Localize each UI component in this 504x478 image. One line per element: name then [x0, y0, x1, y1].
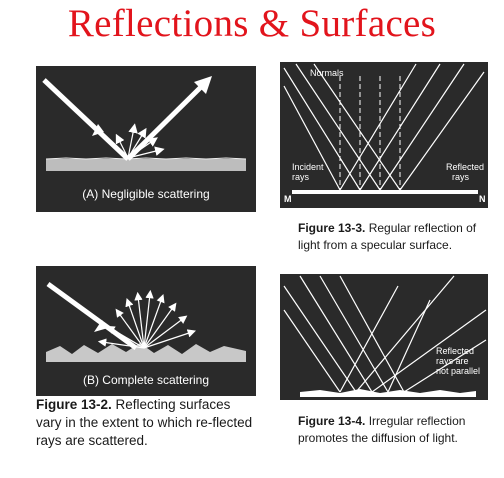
reflected-rays-label-line-1: Reflected [446, 162, 484, 172]
marker-m: M [284, 194, 292, 204]
complete-scattering-diagram: (B) Complete scattering [46, 281, 246, 387]
reflected-not-parallel-line-2: rays are [436, 356, 469, 366]
scattered-rays [97, 289, 196, 349]
rough-surface [46, 159, 246, 171]
caption-figure-13-4: Figure 13-4. Irregular reflection promot… [298, 413, 494, 447]
irregular-surface [300, 389, 476, 397]
rough-surface [46, 343, 246, 362]
panel-b-label: (B) Complete scattering [83, 373, 209, 387]
specular-surface [292, 190, 478, 194]
irregular-reflection-diagram: Reflected rays are not parallel [283, 275, 487, 397]
reflected-not-parallel-label: Reflected rays are not parallel [436, 346, 480, 376]
normal-lines [339, 76, 401, 190]
incident-rays [283, 275, 405, 393]
reflected-rays-label-line-2: rays [452, 172, 470, 182]
negligible-scattering-diagram: (A) Negligible scattering [42, 76, 247, 201]
reflected-rays-label: Reflected rays [446, 162, 487, 182]
surface-edge [45, 157, 247, 160]
incident-ray [42, 78, 130, 161]
caption-figure-13-2-number: Figure 13-2. [36, 397, 112, 412]
caption-figure-13-3-number: Figure 13-3. [298, 221, 366, 235]
reflected-not-parallel-line-3: not parallel [436, 366, 480, 376]
normals-label: Normals [310, 68, 344, 78]
caption-figure-13-4-number: Figure 13-4. [298, 414, 366, 428]
scattered-rays [115, 123, 165, 159]
panel-negligible-scattering: (A) Negligible scattering [36, 66, 256, 212]
non-parallel-reflected-rays [339, 275, 487, 393]
incident-rays-label: Incident rays [292, 162, 326, 182]
reflected-arrowhead [194, 76, 212, 94]
caption-figure-13-3-text: Regular reflection of light from a specu… [298, 221, 477, 252]
incident-arrowhead [92, 124, 104, 136]
caption-figure-13-4-text: Irregular reflection promotes the diffus… [298, 414, 466, 445]
incident-ray [46, 281, 138, 351]
reflected-not-parallel-line-1: Reflected [436, 346, 474, 356]
page-title: Reflections & Surfaces [67, 2, 437, 45]
reflected-ray [126, 82, 206, 161]
panel-complete-scattering: (B) Complete scattering [36, 266, 256, 396]
incident-rays-label-line-1: Incident [292, 162, 324, 172]
marker-n: N [479, 194, 486, 204]
caption-figure-13-2: Figure 13-2. Reflecting surfaces vary in… [36, 396, 258, 450]
panel-regular-reflection: Normals Incident rays Reflected rays M N [280, 62, 488, 208]
panel-a-label: (A) Negligible scattering [82, 187, 209, 201]
incident-rays [283, 63, 401, 191]
caption-figure-13-2-text: Reflecting surfaces vary in the extent t… [36, 397, 253, 448]
incident-rays-label-line-2: rays [292, 172, 310, 182]
regular-reflection-diagram: Normals Incident rays Reflected rays M N [283, 63, 487, 204]
reflected-rays [339, 63, 485, 191]
caption-figure-13-3: Figure 13-3. Regular reflection of light… [298, 220, 494, 254]
panel-irregular-reflection: Reflected rays are not parallel [280, 274, 488, 400]
incident-arrowhead [94, 320, 108, 332]
